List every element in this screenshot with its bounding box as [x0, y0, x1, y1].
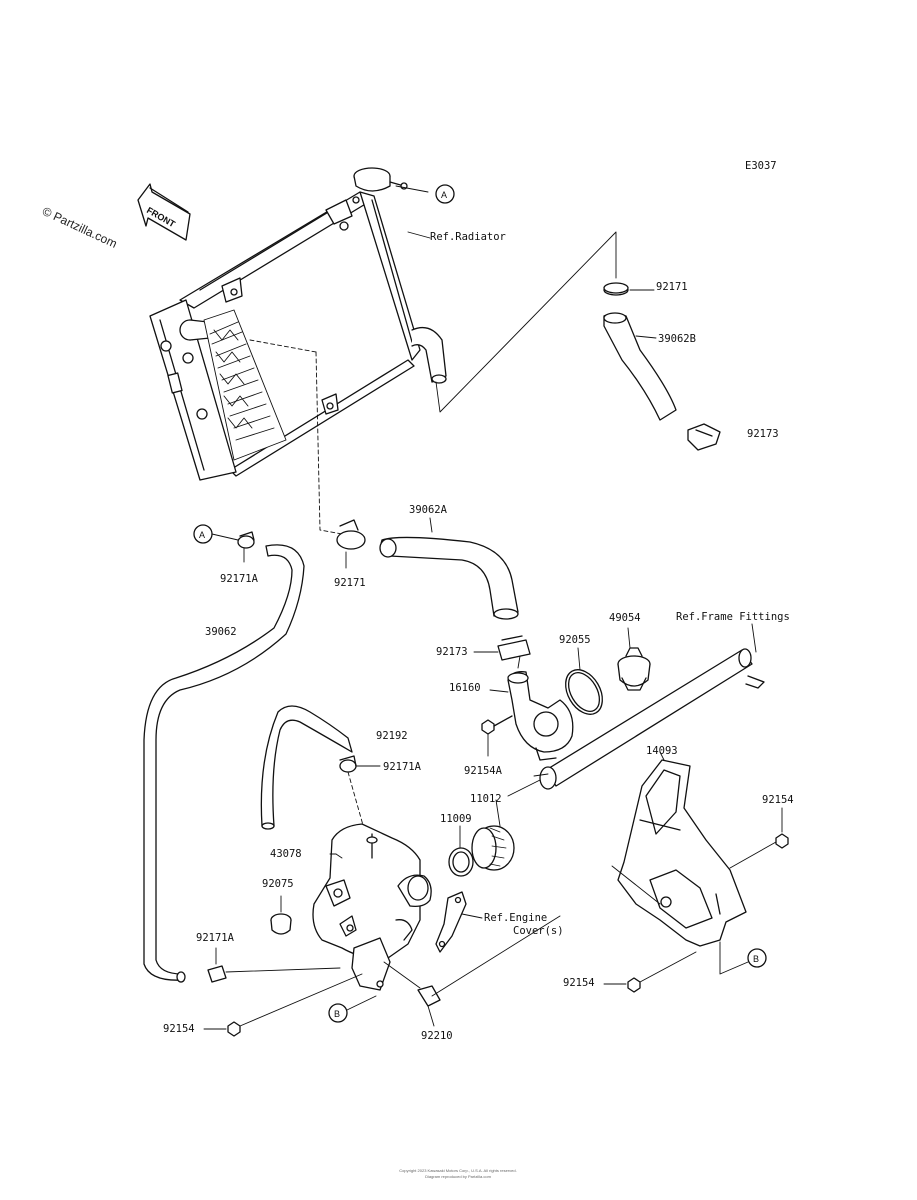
svg-text:A: A [441, 190, 447, 200]
bolt-92154-right [729, 807, 789, 869]
callout-a-top: A [435, 184, 455, 204]
svg-text:A: A [199, 530, 205, 540]
grommet-92075 [270, 895, 292, 935]
clamp-92171a-low [207, 947, 341, 983]
label-92171a-mid: 92171A [383, 761, 421, 773]
svg-text:B: B [753, 954, 759, 964]
o-ring-92055 [565, 647, 603, 715]
callout-b-left: B [328, 995, 377, 1023]
label-92154-low: 92154 [563, 977, 595, 989]
label-39062: 39062 [205, 626, 237, 638]
engine-cover-bracket [435, 891, 483, 953]
label-92192: 92192 [376, 730, 408, 742]
hose-39062a [379, 517, 519, 620]
clamp-92171a-top [237, 531, 255, 563]
leader-lines [329, 655, 661, 905]
radiator-assembly [149, 167, 447, 481]
bolt-92154a [481, 715, 513, 757]
clamp-92171-mid [336, 519, 366, 569]
label-92171a-low: 92171A [196, 932, 234, 944]
bolt-92154-left [203, 973, 363, 1037]
cover-14093 [617, 751, 747, 947]
bolt-92154-low-right [603, 951, 697, 993]
svg-text:B: B [334, 1009, 340, 1019]
clamp-92173-mid [473, 635, 531, 661]
clamp-92171a-mid [339, 755, 381, 851]
label-14093: 14093 [646, 745, 678, 757]
thermostat-49054 [617, 627, 651, 691]
footer-copyright: Copyright 2023 Kawasaki Motors Corp., U.… [399, 1168, 517, 1173]
front-direction-arrow: FRONT [137, 183, 191, 241]
hose-39062b-assembly [603, 282, 721, 451]
label-16160: 16160 [449, 682, 481, 694]
label-ref-engine-cover-1: Ref.Engine [484, 912, 548, 924]
reservoir-cap-11012 [471, 799, 515, 871]
hose-92192 [260, 705, 353, 830]
label-92075: 92075 [262, 878, 294, 890]
label-11012: 11012 [470, 793, 502, 805]
label-43078: 43078 [270, 848, 302, 860]
hose-39062 [143, 544, 305, 983]
label-92173-mid: 92173 [436, 646, 468, 658]
label-92171a-top: 92171A [220, 573, 258, 585]
label-49054: 49054 [609, 612, 641, 624]
label-39062b: 39062B [658, 333, 696, 345]
guide-lines [249, 185, 617, 535]
label-11009: 11009 [440, 813, 472, 825]
label-92210: 92210 [421, 1030, 453, 1042]
callout-a-left: A [193, 524, 239, 544]
footer-credit: Diagram reproduced by Partzilla.com [425, 1174, 491, 1179]
label-92055: 92055 [559, 634, 591, 646]
label-ref-radiator: Ref.Radiator [430, 231, 506, 243]
clip-92210 [383, 915, 561, 1027]
label-92171-top: 92171 [656, 281, 688, 293]
label-92173-right: 92173 [747, 428, 779, 440]
frame-fitting-pipe [539, 623, 765, 790]
label-39062a: 39062A [409, 504, 447, 516]
label-92154-right: 92154 [762, 794, 794, 806]
gasket-11009 [448, 825, 474, 877]
fitting-16160 [489, 671, 574, 761]
label-ref-engine-cover-2: Cover(s) [513, 925, 564, 937]
label-92171-mid: 92171 [334, 577, 366, 589]
radiator-core [203, 309, 287, 461]
callout-b-right: B [719, 941, 767, 975]
diagram-code: E3037 [745, 160, 777, 172]
label-92154-left: 92154 [163, 1023, 195, 1035]
label-ref-frame-fittings: Ref.Frame Fittings [676, 611, 790, 623]
reservoir-tank-43078 [312, 823, 432, 991]
label-92154a: 92154A [464, 765, 502, 777]
